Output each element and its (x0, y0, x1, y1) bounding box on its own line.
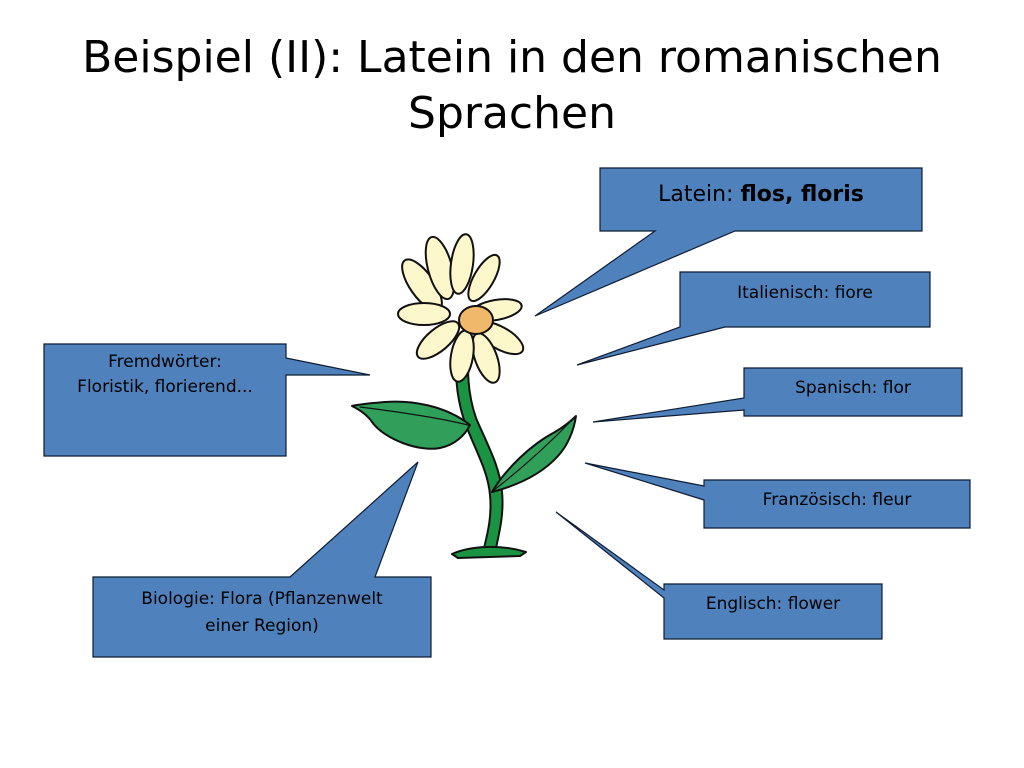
callout-italian-text: Italienisch: fiore (737, 283, 873, 303)
ground-tuft (451, 545, 527, 559)
callout-french-text: Französisch: fleur (762, 490, 912, 510)
daisy-flower-icon (351, 233, 577, 559)
flower-center (458, 305, 494, 335)
callout-latin-prefix: Latein: (658, 182, 741, 207)
callout-loanwords-line-2: Floristik, florierend... (77, 377, 253, 397)
callout-shape-french (584, 462, 971, 529)
callout-biology-line-1: Biologie: Flora (Pflanzenwelt (141, 589, 383, 609)
callout-latin-word: flos, floris (740, 182, 864, 207)
callout-biology: Biologie: Flora (Pflanzenwelt einer Regi… (93, 577, 431, 657)
callout-latin-text: Latein: flos, floris (600, 182, 922, 207)
callout-english: Englisch: flower (664, 584, 882, 639)
callout-french: Französisch: fleur (704, 480, 970, 528)
callout-shape-english (555, 511, 883, 640)
callout-italian: Italienisch: fiore (680, 272, 930, 327)
callout-biology-line-2: einer Region) (205, 616, 319, 636)
right-leaf (491, 415, 577, 493)
callout-loanwords: Fremdwörter: Floristik, florierend... (44, 344, 286, 456)
callout-spanish-text: Spanisch: flor (795, 378, 911, 398)
slide-title: Beispiel (II): Latein in den romanischen… (0, 30, 1024, 142)
callout-shape-italian (576, 271, 931, 366)
flower-petals (397, 233, 525, 384)
callout-shape-biology (92, 461, 432, 658)
left-leaf (351, 400, 471, 450)
callout-spanish: Spanisch: flor (744, 368, 962, 416)
callout-english-text: Englisch: flower (705, 594, 841, 614)
callout-loanwords-line-1: Fremdwörter: (108, 352, 222, 372)
callout-shape-loanwords (43, 343, 371, 457)
slide-title-line-1: Beispiel (II): Latein in den romanischen (82, 32, 942, 83)
callout-shape-latin (534, 167, 923, 317)
callout-latin: Latein: flos, floris (600, 168, 922, 231)
callout-shape-spanish (592, 367, 963, 423)
slide-title-line-2: Sprachen (408, 88, 616, 139)
